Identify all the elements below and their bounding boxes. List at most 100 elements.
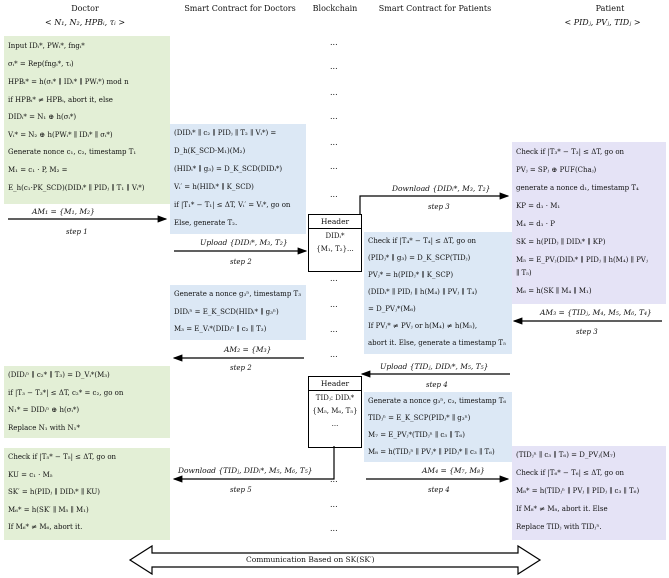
block-2-more: ... [331,420,339,428]
block-1-header: Header [309,215,361,229]
patient-box2-line: Check if |T₆* − T₆| ≤ ΔT, go on [516,469,625,477]
doctor-box3-line: SK′ = h(PIDⱼ ∥ DIDᵢ* ∥ KU) [8,488,100,496]
doctor-box2-line: (DIDᵢⁿ ∥ c₂* ∥ T₃) = D_Vᵢ*(M₃) [8,371,110,379]
patient-update-box: (TIDⱼⁿ ∥ c₃ ∥ T₆) = D_PVⱼ(M₇) Check if |… [512,446,666,540]
blockchain-dots: ... [330,274,338,283]
block-2: Header TIDⱼ: DIDᵢ* {M₅, M₆, T₅} ... [308,376,362,448]
blockchain-dots: ... [330,138,338,147]
msg-download2: Download {TIDⱼ, DIDᵢ*, M₅, M₆, T₅} [178,466,313,475]
scp-box2-line: Generate a nonce g₃ⁿ, c₃, timestamp T₆ [368,397,507,405]
doctor-box1-line: M₁ = c₁ · P, M₂ = [8,166,68,174]
scd-title: Smart Contract for Doctors [184,4,296,13]
step-4a-label: step 4 [426,381,448,389]
doctor-box1-line: if HPBᵢ* ≠ HPBᵢ, abort it, else [8,96,113,104]
block-1: Header DIDᵢ* {M₁, T₂}... [308,214,362,272]
arrow-download2 [172,446,335,483]
patient-box1-line: PVⱼ = SPⱼ ⊕ PUF(Chaⱼ) [516,166,597,174]
blockchain-dots: ... [330,88,338,97]
blockchain-dots: ... [330,524,338,533]
msg-download1: Download {DIDᵢ*, M₃, T₂} [392,184,491,193]
patient-box1-line: KP = d₁ · M₁ [516,202,561,210]
step-3b-label: step 3 [576,328,598,336]
doctor-box1-line: σᵢ* = Rep(fngᵢ*, τᵢ) [8,60,74,68]
blockchain-title: Blockchain [312,4,358,13]
scp-title: Smart Contract for Patients [378,4,492,13]
block-2-header: Header [309,377,361,391]
blockchain-dots: ... [330,190,338,199]
msg-upload1: Upload {DIDᵢ*, M₃, T₂} [200,238,288,247]
patient-box1-line: M₅ = E_PVⱼ(DIDᵢ* ∥ PIDⱼ ∥ h(M₄) ∥ PVⱼ [516,256,648,264]
block-2-tid: TIDⱼ: DIDᵢ* [315,394,355,402]
scd-box1-line: D_h(K_SCD·M₁)(M₂) [174,147,246,155]
scp-box1-line: PVⱼ* = h(PIDⱼ* ∥ K_SCP) [368,271,454,279]
doctor-box1-line: Input IDᵢ*, PWᵢ*, fngᵢ* [8,42,85,50]
blockchain-dots: ... [330,38,338,47]
patient-box2-line: (TIDⱼⁿ ∥ c₃ ∥ T₆) = D_PVⱼ(M₇) [516,451,616,459]
patient-box1-line: ∥ T₅) [516,269,532,277]
scd-box1-line: Else, generate T₂. [174,219,238,227]
scd-box2-line: DIDᵢⁿ = E_K_SCD(HIDᵢ* ∥ g₃ⁿ) [174,308,279,316]
doctor-box1-line: Vᵢ* = N₂ ⊕ h(PWᵢ* ∥ IDᵢ* ∥ σᵢ*) [8,131,113,139]
scd-box1-line: if |T₁* − T₁| ≤ ΔT, Vᵢ′ = Vᵢ*, go on [174,201,291,209]
scd-verify-box: (DIDᵢ* ∥ c₂ ∥ PIDⱼ ∥ T₂ ∥ Vᵢ*) = D_h(K_S… [170,124,306,234]
patient-params: < PIDⱼ, PVⱼ, TIDⱼ > [564,18,641,27]
step-2a-label: step 2 [230,258,252,266]
scp-verify-box: Check if |T₄* − T₄| ≤ ΔT, go on (PIDⱼ* ∥… [364,232,512,354]
patient-box1-line: SK = h(PIDⱼ ∥ DIDᵢ* ∥ KP) [516,238,606,246]
doctor-box3-line: Check if |T₅* − T₅| ≤ ΔT, go on [8,453,117,461]
block-2-msg: {M₅, M₆, T₅} [312,407,358,415]
blockchain-dots: ... [330,325,338,334]
msg-am3: AM₃ = {TIDⱼ, M₄, M₅, M₆, T₄} [540,308,652,317]
scd-box1-line: (HIDᵢ* ∥ g₃) = D_K_SCD(DIDᵢ*) [174,165,283,173]
msg-am2: AM₂ = {M₃} [224,345,272,354]
doctor-update-box: (DIDᵢⁿ ∥ c₂* ∥ T₃) = D_Vᵢ*(M₃) if |T₃ − … [4,366,170,438]
block-1-msg: {M₁, T₂}... [316,245,354,253]
scp-box1-line: Check if |T₄* − T₄| ≤ ΔT, go on [368,237,477,245]
scd-box2-line: M₃ = E_Vᵢ*(DIDᵢⁿ ∥ c₂ ∥ T₃) [174,325,267,333]
msg-am4: AM₄ = {M₇, M₈} [422,466,485,475]
doctor-box3-line: M₆* = h(SK′ ∥ M₅ ∥ M₁) [8,506,89,514]
patient-box2-line: Replace TIDⱼ with TIDⱼⁿ. [516,523,602,531]
step-4b-label: step 4 [428,486,450,494]
doctor-box3-line: If M₆* ≠ M₆, abort it. [8,523,83,531]
patient-box1-line: M₄ = d₁ · P [516,220,555,228]
scp-box1-line: (PIDⱼ* ∥ g₃) = D_K_SCP(TIDⱼ) [368,254,471,262]
blockchain-dots: ... [330,300,338,309]
scp-box2-line: TIDⱼⁿ = E_K_SCP(PIDⱼ* ∥ g₃ⁿ) [368,414,471,422]
scd-box2-line: Generate a nonce g₃ⁿ, timestamp T₃ [174,290,301,298]
blockchain-dots: ... [330,500,338,509]
scd-box1-line: (DIDᵢ* ∥ c₂ ∥ PIDⱼ ∥ T₂ ∥ Vᵢ*) = [174,129,277,137]
communication-arrow [128,544,542,576]
scd-generate-box: Generate a nonce g₃ⁿ, timestamp T₃ DIDᵢⁿ… [170,285,306,340]
doctor-box1-line: E_h(c₁·PK_SCD)(DIDᵢ* ∥ PIDⱼ ∥ T₁ ∥ Vᵢ*) [8,184,145,192]
communication-label: Communication Based on SK(SK′) [246,555,375,564]
doctor-box1-line: HPBᵢ* = h(σᵢ* ∥ IDᵢ* ∥ PWᵢ*) mod n [8,78,129,86]
doctor-params: < N₁, N₂, HPBᵢ, τᵢ > [44,18,126,27]
msg-am1: AM₁ = {M₁, M₂} [32,207,95,216]
scp-box1-line: abort it. Else, generate a timestamp T₅ [368,339,506,347]
scd-box1-line: Vᵢ′ = h(HIDᵢ* ∥ K_SCD) [174,183,254,191]
doctor-box2-line: Replace N₁ with N₁* [8,424,80,432]
patient-box1-line: Check if |T₃* − T₃| ≤ ΔT, go on [516,148,625,156]
doctor-box1-line: DIDᵢ* = N₁ ⊕ h(σᵢ*) [8,113,77,121]
patient-compute-box: Check if |T₃* − T₃| ≤ ΔT, go on PVⱼ = SP… [512,142,666,304]
doctor-box1-line: Generate nonce c₁, c₂, timestamp T₁ [8,148,137,156]
block-1-did: DIDᵢ* [325,232,345,240]
step-5-label: step 5 [230,486,252,494]
doctor-verify-box: Check if |T₅* − T₅| ≤ ΔT, go on KU = c₁ … [4,448,170,540]
patient-title: Patient [595,4,625,13]
blockchain-dots: ... [330,350,338,359]
doctor-box2-line: if |T₃ − T₃*| ≤ ΔT, c₂* = c₂, go on [8,389,124,397]
doctor-login-box: Input IDᵢ*, PWᵢ*, fngᵢ* σᵢ* = Rep(fngᵢ*,… [4,36,170,204]
doctor-box3-line: KU = c₁ · M₅ [8,471,53,479]
blockchain-dots: ... [330,62,338,71]
scp-box2-line: M₈ = h(TIDⱼⁿ ∥ PVⱼ* ∥ PIDⱼ* ∥ c₃ ∥ T₆) [368,448,495,456]
patient-box2-line: M₈* = h(TIDⱼⁿ ∥ PVⱼ ∥ PIDⱼ ∥ c₃ ∥ T₆) [516,487,640,495]
patient-box1-line: M₆ = h(SK ∥ M₄ ∥ M₁) [516,287,592,295]
scp-box1-line: = D_PVⱼ*(M₆) [368,305,416,313]
scp-box2-line: M₇ = E_PVⱼ*(TIDⱼⁿ ∥ c₃ ∥ T₆) [368,431,465,439]
arrow-download1 [359,192,510,214]
scp-box1-line: (DIDᵢ* ∥ PIDⱼ ∥ h(M₄) ∥ PVⱼ ∥ T₄) [368,288,478,296]
step-2b-label: step 2 [230,364,252,372]
